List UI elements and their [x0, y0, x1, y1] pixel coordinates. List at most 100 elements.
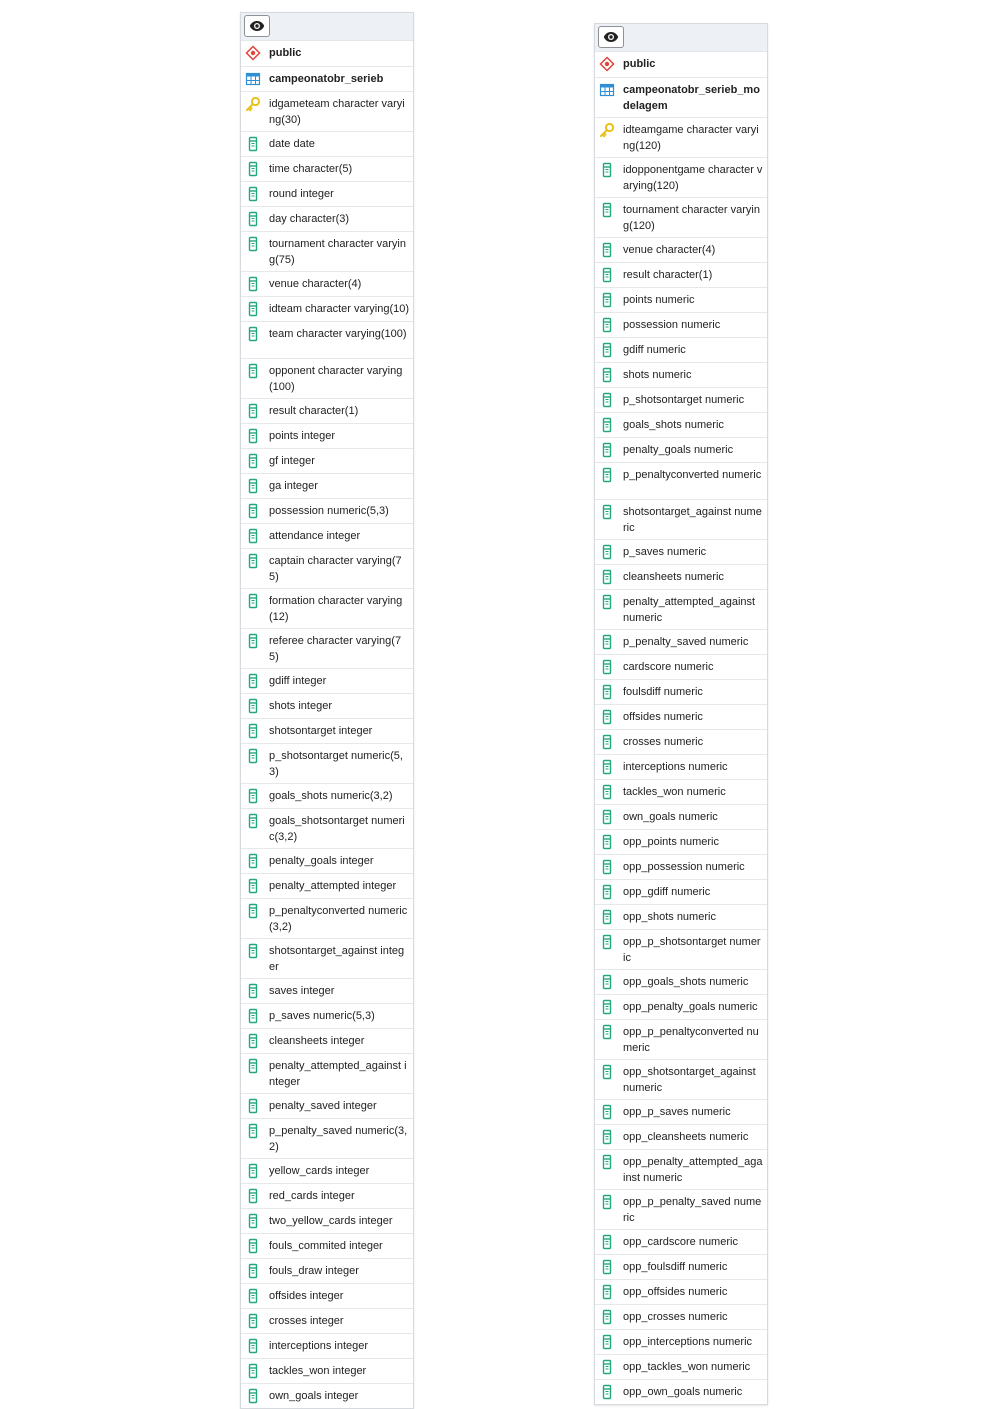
column-row[interactable]: penalty_attempted_against numeric: [595, 589, 767, 629]
toggle-view-button[interactable]: [244, 15, 270, 37]
column-row[interactable]: opp_shots numeric: [595, 904, 767, 929]
column-row[interactable]: penalty_attempted_against integer: [241, 1053, 413, 1093]
column-row[interactable]: cardscore numeric: [595, 654, 767, 679]
column-row[interactable]: opp_penalty_goals numeric: [595, 994, 767, 1019]
column-row[interactable]: tackles_won integer: [241, 1358, 413, 1383]
column-row[interactable]: shotsontarget_against integer: [241, 938, 413, 978]
column-row[interactable]: opp_cleansheets numeric: [595, 1124, 767, 1149]
column-row[interactable]: possession numeric: [595, 312, 767, 337]
column-row[interactable]: time character(5): [241, 156, 413, 181]
column-row[interactable]: tournament character varying(120): [595, 197, 767, 237]
column-row[interactable]: venue character(4): [241, 271, 413, 296]
column-row[interactable]: two_yellow_cards integer: [241, 1208, 413, 1233]
column-row[interactable]: referee character varying(75): [241, 628, 413, 668]
column-row[interactable]: shotsontarget_against numeric: [595, 499, 767, 539]
column-row[interactable]: points integer: [241, 423, 413, 448]
column-row[interactable]: opp_penalty_attempted_against numeric: [595, 1149, 767, 1189]
column-row[interactable]: captain character varying(75): [241, 548, 413, 588]
column-row[interactable]: opp_cardscore numeric: [595, 1229, 767, 1254]
column-row[interactable]: result character(1): [241, 398, 413, 423]
column-row[interactable]: p_penaltyconverted numeric (3,2): [241, 898, 413, 938]
primary-key-column-row[interactable]: idgameteam character varying(30): [241, 91, 413, 131]
column-row[interactable]: team character varying(100): [241, 321, 413, 358]
column-row[interactable]: p_penalty_saved numeric(3,2): [241, 1118, 413, 1158]
column-row[interactable]: opp_p_penalty_saved numeric: [595, 1189, 767, 1229]
column-row[interactable]: possession numeric(5,3): [241, 498, 413, 523]
column-row[interactable]: crosses integer: [241, 1308, 413, 1333]
column-row[interactable]: offsides numeric: [595, 704, 767, 729]
column-row[interactable]: red_cards integer: [241, 1183, 413, 1208]
column-row[interactable]: p_penalty_saved numeric: [595, 629, 767, 654]
column-label: date date: [269, 138, 315, 150]
column-row[interactable]: p_saves numeric(5,3): [241, 1003, 413, 1028]
column-row[interactable]: ga integer: [241, 473, 413, 498]
column-row[interactable]: idopponentgame character varying(120): [595, 157, 767, 197]
column-icon: [248, 593, 258, 609]
column-row[interactable]: opp_foulsdiff numeric: [595, 1254, 767, 1279]
column-row[interactable]: opp_p_penaltyconverted numeric: [595, 1019, 767, 1059]
column-row[interactable]: opp_p_shotsontarget numeric: [595, 929, 767, 969]
column-row[interactable]: p_penaltyconverted numeric: [595, 462, 767, 499]
column-row[interactable]: shots integer: [241, 693, 413, 718]
column-row[interactable]: formation character varying (12): [241, 588, 413, 628]
column-label: result character(1): [269, 405, 359, 417]
column-row[interactable]: penalty_goals integer: [241, 848, 413, 873]
column-row[interactable]: p_shotsontarget numeric(5,3): [241, 743, 413, 783]
column-row[interactable]: tournament character varying(75): [241, 231, 413, 271]
column-row[interactable]: interceptions numeric: [595, 754, 767, 779]
column-row[interactable]: round integer: [241, 181, 413, 206]
column-row[interactable]: gf integer: [241, 448, 413, 473]
column-row[interactable]: opp_tackles_won numeric: [595, 1354, 767, 1379]
column-row[interactable]: opp_crosses numeric: [595, 1304, 767, 1329]
column-row[interactable]: idteam character varying(10): [241, 296, 413, 321]
column-icon: [248, 1188, 258, 1204]
column-row[interactable]: cleansheets numeric: [595, 564, 767, 589]
column-row[interactable]: opp_own_goals numeric: [595, 1379, 767, 1404]
primary-key-column-row[interactable]: idteamgame character varying(120): [595, 117, 767, 157]
column-row[interactable]: yellow_cards integer: [241, 1158, 413, 1183]
column-row[interactable]: crosses numeric: [595, 729, 767, 754]
column-row[interactable]: venue character(4): [595, 237, 767, 262]
column-row[interactable]: opp_p_saves numeric: [595, 1099, 767, 1124]
column-row[interactable]: opponent character varying (100): [241, 358, 413, 398]
column-row[interactable]: opp_goals_shots numeric: [595, 969, 767, 994]
column-row[interactable]: opp_points numeric: [595, 829, 767, 854]
column-row[interactable]: foulsdiff numeric: [595, 679, 767, 704]
column-row[interactable]: interceptions integer: [241, 1333, 413, 1358]
column-row[interactable]: offsides integer: [241, 1283, 413, 1308]
column-row[interactable]: cleansheets integer: [241, 1028, 413, 1053]
column-row[interactable]: shotsontarget integer: [241, 718, 413, 743]
column-row[interactable]: opp_shotsontarget_against numeric: [595, 1059, 767, 1099]
column-row[interactable]: penalty_saved integer: [241, 1093, 413, 1118]
column-row[interactable]: gdiff numeric: [595, 337, 767, 362]
column-row[interactable]: opp_gdiff numeric: [595, 879, 767, 904]
column-row[interactable]: result character(1): [595, 262, 767, 287]
table-node-campeonatobr-serieb[interactable]: public campeonatobr_serieb idgameteam ch…: [240, 12, 414, 1409]
column-row[interactable]: goals_shots numeric: [595, 412, 767, 437]
column-row[interactable]: goals_shots numeric(3,2): [241, 783, 413, 808]
column-row[interactable]: day character(3): [241, 206, 413, 231]
column-row[interactable]: p_saves numeric: [595, 539, 767, 564]
column-row[interactable]: opp_possession numeric: [595, 854, 767, 879]
column-row[interactable]: opp_offsides numeric: [595, 1279, 767, 1304]
column-row[interactable]: own_goals integer: [241, 1383, 413, 1408]
toggle-view-button[interactable]: [598, 26, 624, 48]
column-row[interactable]: points numeric: [595, 287, 767, 312]
column-row[interactable]: attendance integer: [241, 523, 413, 548]
column-row[interactable]: gdiff integer: [241, 668, 413, 693]
column-row[interactable]: shots numeric: [595, 362, 767, 387]
column-row[interactable]: date date: [241, 131, 413, 156]
column-row[interactable]: own_goals numeric: [595, 804, 767, 829]
column-row[interactable]: goals_shotsontarget numeric(3,2): [241, 808, 413, 848]
column-icon: [602, 1104, 612, 1120]
column-row[interactable]: penalty_goals numeric: [595, 437, 767, 462]
column-row[interactable]: tackles_won numeric: [595, 779, 767, 804]
column-row[interactable]: penalty_attempted integer: [241, 873, 413, 898]
column-row[interactable]: opp_interceptions numeric: [595, 1329, 767, 1354]
column-row[interactable]: fouls_draw integer: [241, 1258, 413, 1283]
column-icon: [248, 853, 258, 869]
table-node-campeonatobr-serieb-modelagem[interactable]: public campeonatobr_serieb_modelagem idt…: [594, 23, 768, 1405]
column-row[interactable]: p_shotsontarget numeric: [595, 387, 767, 412]
column-row[interactable]: fouls_commited integer: [241, 1233, 413, 1258]
column-row[interactable]: saves integer: [241, 978, 413, 1003]
